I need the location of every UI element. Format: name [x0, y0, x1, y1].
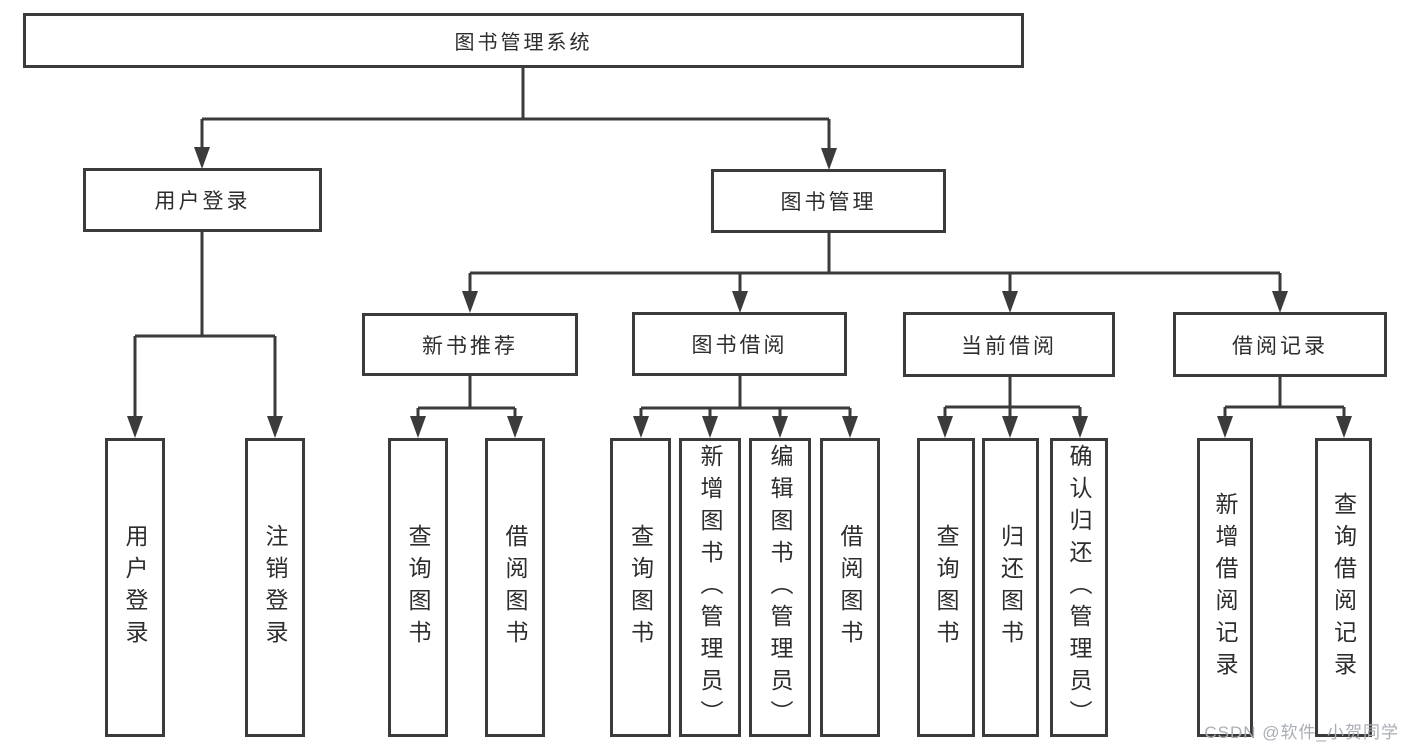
leaf-user-login: 用户登录 — [105, 438, 165, 737]
leaf-logout: 注销登录 — [245, 438, 305, 737]
leaf-query-books-under-recommendation: 查询图书 — [388, 438, 448, 737]
leaf-add-books-admin: 新增图书（管理员） — [679, 438, 741, 737]
leaf-edit-books-admin: 编辑图书（管理员） — [749, 438, 811, 737]
leaf-add-borrow-record: 新增借阅记录 — [1197, 438, 1253, 737]
leaf-borrow-books-under-recommendation: 借阅图书 — [485, 438, 545, 737]
node-current-borrowing: 当前借阅 — [903, 312, 1115, 377]
leaf-query-borrow-record: 查询借阅记录 — [1315, 438, 1372, 737]
leaf-query-books-under-borrowing: 查询图书 — [610, 438, 671, 737]
node-borrowing-records: 借阅记录 — [1173, 312, 1387, 377]
node-user-login: 用户登录 — [83, 168, 322, 232]
csdn-watermark: CSDN @软件_小贺同学 — [1204, 723, 1399, 742]
node-new-book-recommendation: 新书推荐 — [362, 313, 578, 376]
leaf-query-books-under-current: 查询图书 — [917, 438, 975, 737]
leaf-return-books: 归还图书 — [982, 438, 1039, 737]
leaf-borrow-books-under-borrowing: 借阅图书 — [820, 438, 880, 737]
node-book-borrowing: 图书借阅 — [632, 312, 847, 376]
leaf-confirm-return-admin: 确认归还（管理员） — [1050, 438, 1108, 737]
node-library-management-system: 图书管理系统 — [23, 13, 1024, 68]
node-book-management: 图书管理 — [711, 169, 946, 233]
